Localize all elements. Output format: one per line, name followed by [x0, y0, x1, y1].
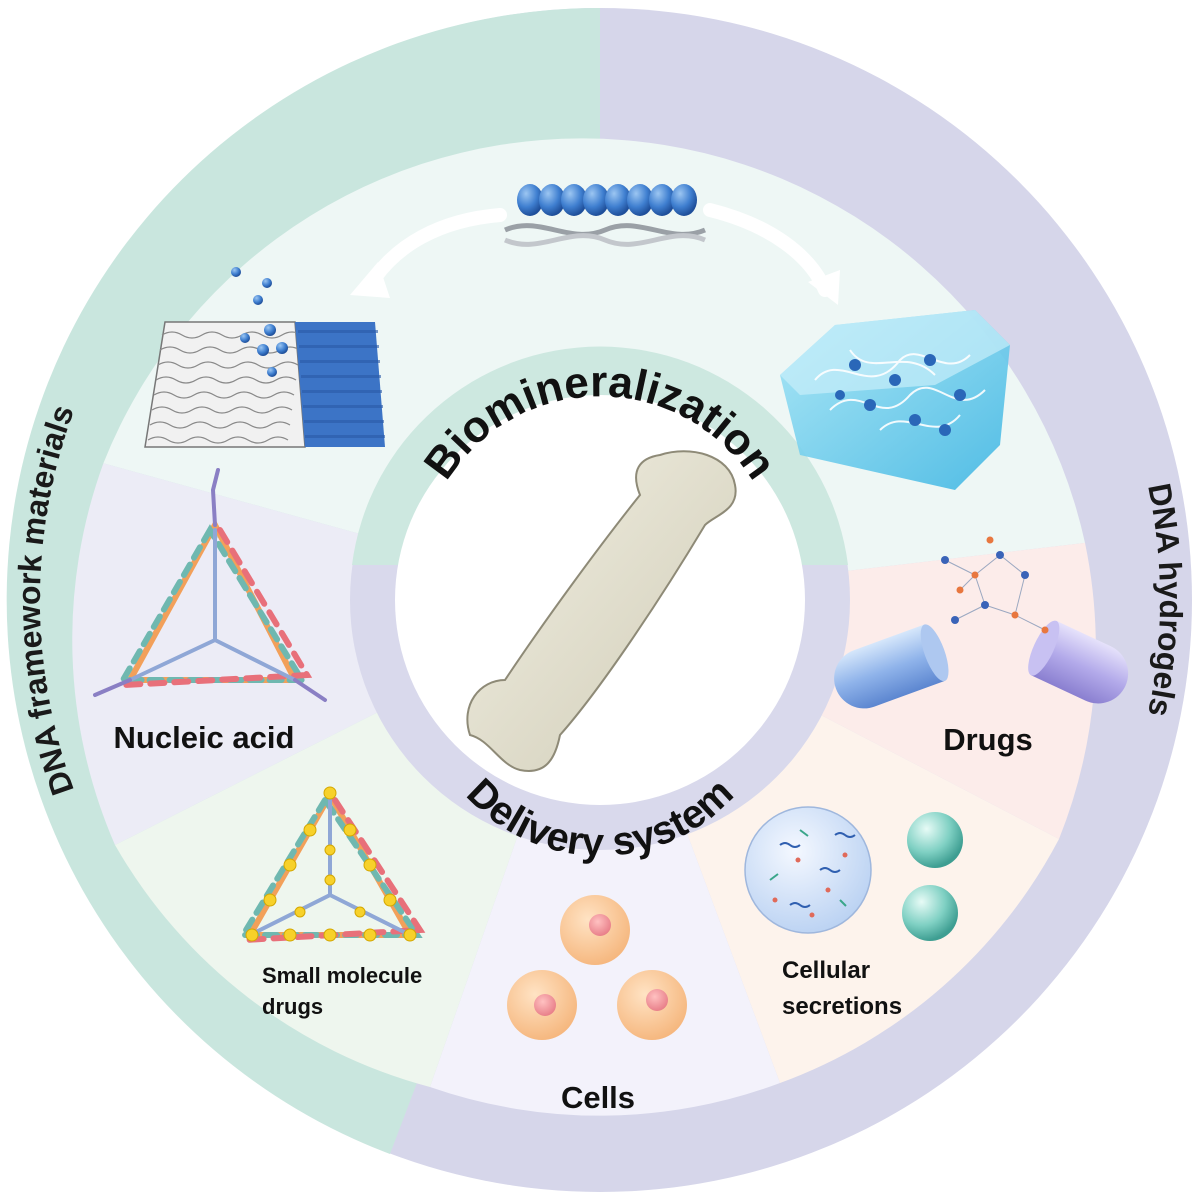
label-secretions-line2: secretions [782, 993, 902, 1020]
bone-illustration [466, 450, 737, 772]
dna-bead-strand [504, 184, 706, 247]
dna-tetrahedron-small-molecule [237, 786, 426, 943]
arrow-left [350, 208, 507, 298]
drug-capsule [834, 536, 1129, 709]
cells-illustration [507, 895, 687, 1040]
exosome-ball [902, 885, 958, 941]
arrow-right [703, 203, 840, 305]
exosome-ball [907, 812, 963, 868]
label-cells: Cells [561, 1080, 635, 1115]
label-small-molecule-line1: Small molecule [262, 963, 422, 988]
sector-nucleic-acid [72, 463, 601, 845]
mineralization-surface [144, 267, 385, 448]
label-small-molecule-line2: drugs [262, 994, 323, 1019]
hydrogel-block [780, 310, 1010, 490]
label-nucleic-acid: Nucleic acid [114, 720, 295, 755]
label-drugs: Drugs [943, 722, 1033, 757]
secretion-vesicle [744, 806, 872, 934]
label-secretions-line1: Cellular [782, 957, 870, 984]
dna-tetrahedron-nucleic [93, 468, 327, 702]
